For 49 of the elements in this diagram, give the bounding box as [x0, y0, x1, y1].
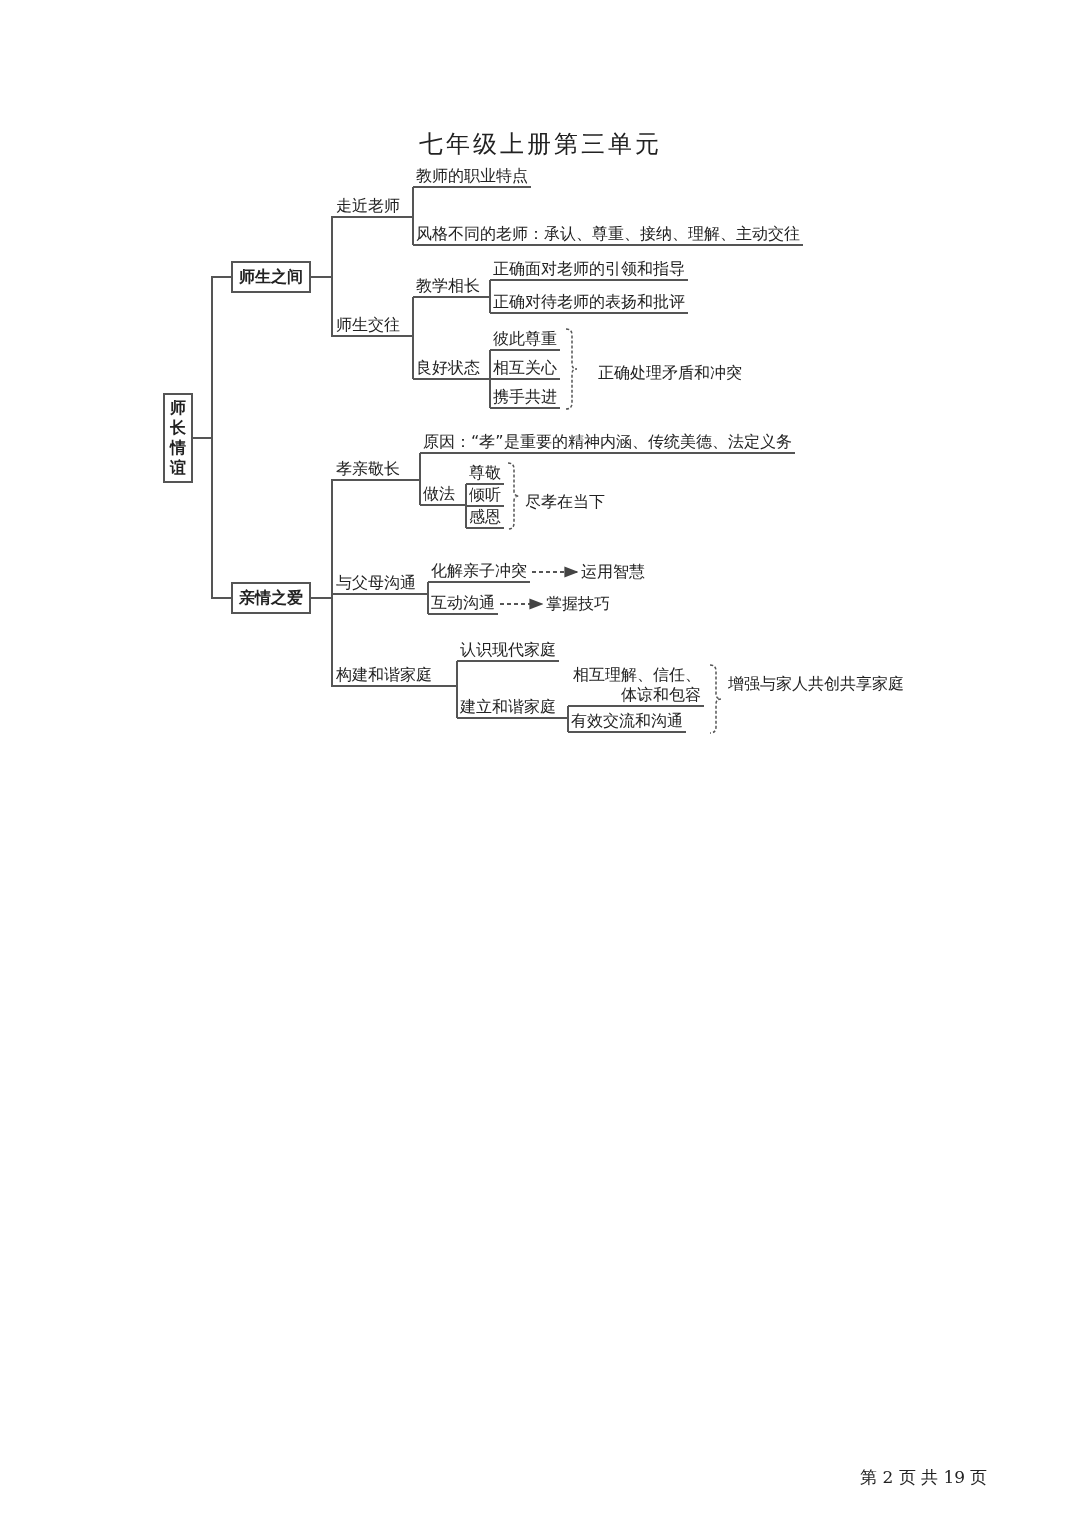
- connector-line: [457, 504, 467, 529]
- summary-label: 增强与家人共创共享家庭: [725, 674, 907, 694]
- branch-label: 原因：“孝”是重要的精神内涵、传统美德、法定义务: [420, 432, 795, 454]
- page-footer: 第 2 页 共 19 页: [860, 1466, 988, 1489]
- branch-label: 孝亲敬长: [333, 459, 403, 481]
- branch-label: 与父母沟通: [333, 573, 419, 595]
- branch-label: 化解亲子冲突: [428, 561, 530, 583]
- connector-line: [418, 593, 429, 615]
- connector-line: [310, 597, 334, 687]
- summary-label: 正确处理矛盾和冲突: [595, 363, 745, 383]
- branch-label: 有效交流和沟通: [568, 711, 686, 733]
- branch-label: 相互理解、信任、体谅和包容: [568, 665, 704, 707]
- branch-label: 互动沟通: [428, 593, 498, 615]
- branch-label: 相互关心: [490, 358, 560, 380]
- branch-label: 教师的职业特点: [413, 166, 531, 188]
- summary-label: 运用智慧: [578, 562, 648, 582]
- dashed-arrow: [499, 598, 544, 610]
- connector-line: [192, 437, 232, 599]
- branch-label: 构建和谐家庭: [333, 665, 435, 687]
- root-box: 师长情谊: [163, 393, 193, 483]
- branch-label: 正确对待老师的表扬和批评: [490, 292, 688, 314]
- connector-line: [482, 378, 491, 409]
- branch-label: 良好状态: [413, 358, 483, 380]
- branch-label: 建立和谐家庭: [457, 697, 559, 719]
- branch-label: 正确面对老师的引领和指导: [490, 259, 688, 281]
- branch-label: 教学相长: [413, 276, 483, 298]
- summary-label: 尽孝在当下: [522, 492, 608, 512]
- connector-line: [402, 479, 421, 506]
- connector-line: [402, 335, 414, 380]
- topic-box: 师生之间: [231, 261, 311, 293]
- connector-line: [310, 276, 334, 337]
- connector-line: [558, 717, 569, 733]
- title: 七年级上册第三单元: [417, 129, 663, 160]
- branch-label: 师生交往: [333, 315, 403, 337]
- connector-line: [434, 685, 458, 719]
- branch-label: 倾听: [466, 485, 504, 507]
- branch-label: 风格不同的老师：承认、尊重、接纳、理解、主动交往: [413, 224, 803, 246]
- branch-label: 感恩: [466, 507, 504, 529]
- connector-line: [482, 296, 491, 314]
- connector-line: [402, 216, 414, 246]
- branch-label: 做法: [420, 484, 458, 506]
- branch-label: 认识现代家庭: [457, 640, 559, 662]
- branch-label: 走近老师: [333, 196, 403, 218]
- dashed-arrow: [531, 566, 579, 578]
- branch-label: 尊敬: [466, 463, 504, 485]
- branch-label: 彼此尊重: [490, 329, 560, 351]
- summary-label: 掌握技巧: [543, 594, 613, 614]
- topic-box: 亲情之爱: [231, 582, 311, 614]
- branch-label: 携手共进: [490, 387, 560, 409]
